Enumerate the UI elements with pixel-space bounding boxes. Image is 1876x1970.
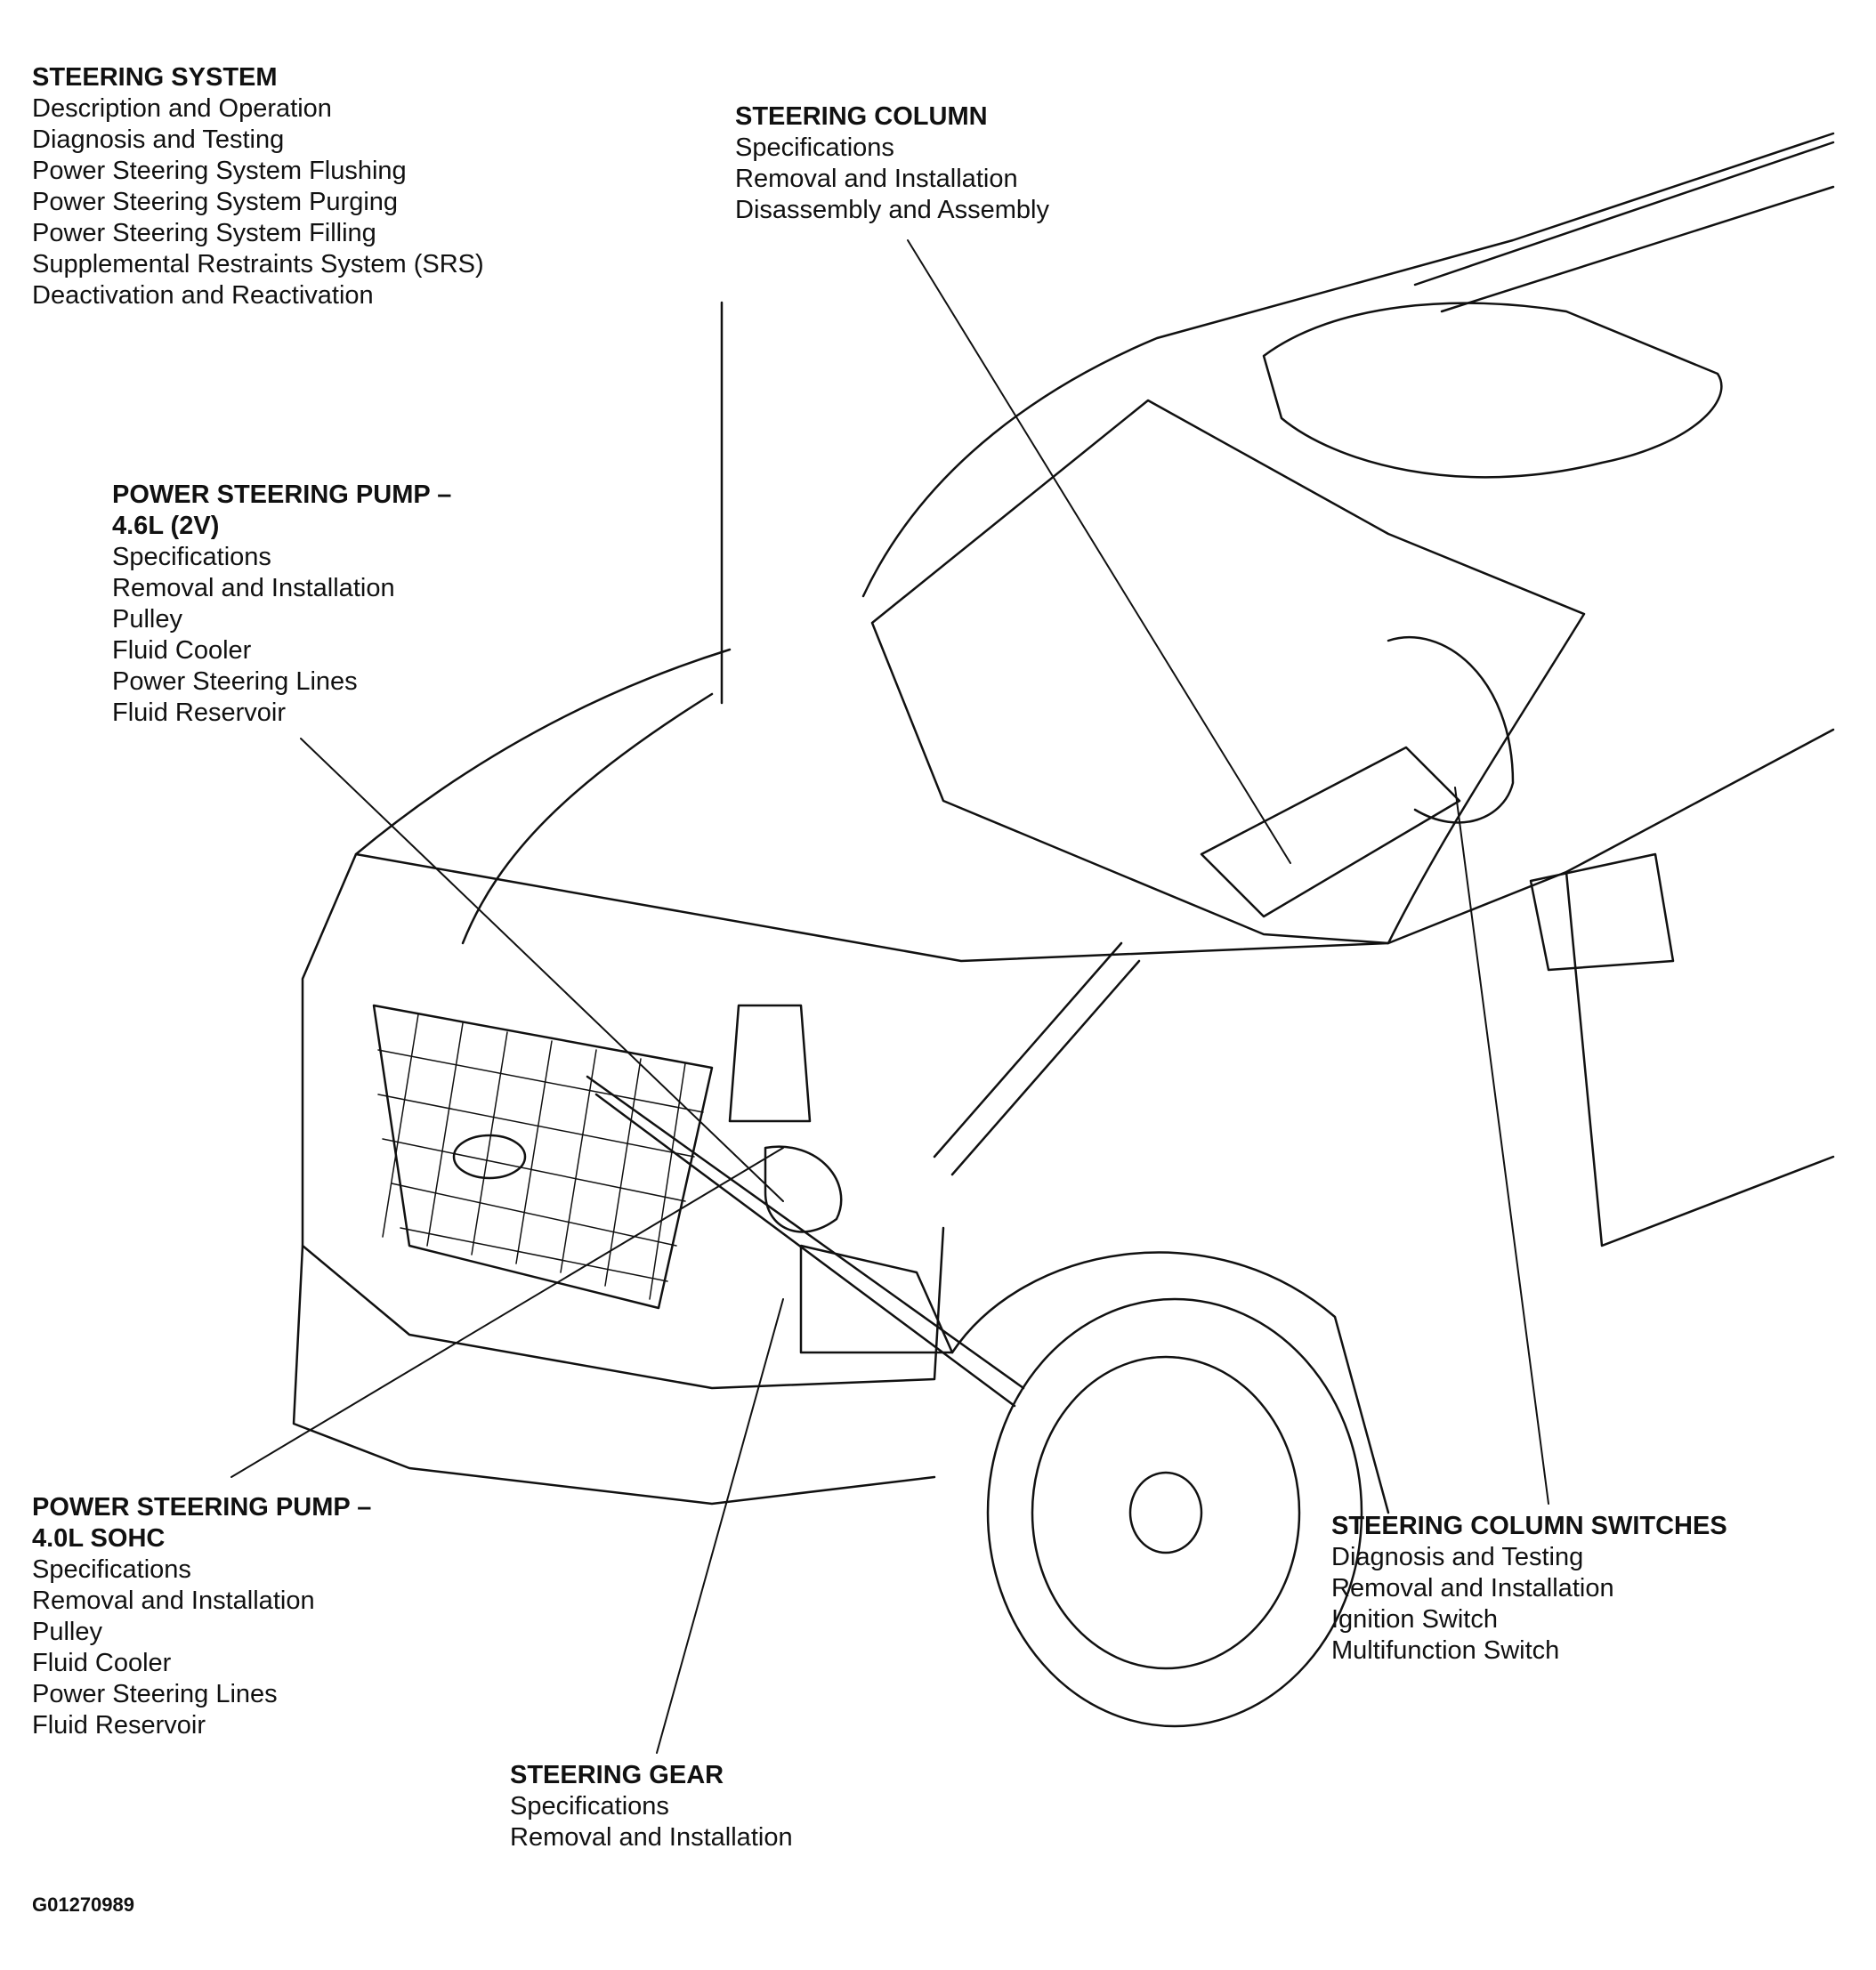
sunroof bbox=[1262, 302, 1723, 479]
list-item: Power Steering System Purging bbox=[32, 188, 399, 216]
hood-crease bbox=[461, 692, 714, 945]
list-item: Pulley bbox=[112, 605, 182, 634]
steering-gear-rack bbox=[586, 1075, 1025, 1408]
callout-title: POWER STEERING PUMP – bbox=[32, 1493, 372, 1522]
callout-title: STEERING GEAR bbox=[510, 1761, 724, 1789]
list-item: Specifications bbox=[112, 543, 271, 571]
list-item: Specifications bbox=[510, 1792, 669, 1821]
hood-edge bbox=[354, 648, 1390, 963]
list-item: Removal and Installation bbox=[735, 165, 1018, 193]
callout-steering-column: STEERING COLUMN Specifications Removal a… bbox=[735, 101, 1049, 226]
list-item: Fluid Reservoir bbox=[32, 1711, 206, 1740]
side-mirror bbox=[1529, 852, 1675, 972]
list-item: Diagnosis and Testing bbox=[32, 125, 285, 154]
wheel-fender bbox=[950, 1251, 1390, 1514]
list-item: Specifications bbox=[735, 133, 894, 162]
steering-wheel bbox=[1387, 635, 1515, 824]
callout-title: STEERING COLUMN bbox=[735, 102, 988, 131]
callout-title: STEERING SYSTEM bbox=[32, 63, 278, 92]
wheel-rim bbox=[1031, 1355, 1301, 1670]
callout-title: POWER STEERING PUMP – bbox=[112, 480, 452, 509]
list-item: Power Steering System Filling bbox=[32, 219, 376, 247]
callout-title-line2: 4.0L SOHC bbox=[32, 1524, 166, 1553]
bumper bbox=[292, 1244, 936, 1506]
list-item: Removal and Installation bbox=[1331, 1574, 1614, 1603]
grille bbox=[372, 1004, 714, 1310]
list-item: Ignition Switch bbox=[1331, 1605, 1498, 1634]
callout-pump-4-0l: POWER STEERING PUMP – 4.0L SOHC Specific… bbox=[32, 1492, 371, 1741]
roof-outline bbox=[861, 132, 1835, 598]
list-item: Removal and Installation bbox=[510, 1823, 793, 1852]
callout-steering-gear: STEERING GEAR Specifications Removal and… bbox=[510, 1760, 793, 1853]
callout-title-line2: 4.6L (2V) bbox=[112, 512, 220, 540]
list-item: Removal and Installation bbox=[112, 574, 395, 602]
list-item: Supplemental Restraints System (SRS) bbox=[32, 250, 484, 279]
intermediate-shaft bbox=[933, 941, 1141, 1176]
body-side bbox=[1387, 728, 1835, 1247]
callout-column-switches: STEERING COLUMN SWITCHES Diagnosis and T… bbox=[1331, 1511, 1727, 1667]
list-item: Fluid Cooler bbox=[112, 636, 252, 665]
grille-mesh bbox=[377, 1013, 704, 1300]
leader-lines bbox=[230, 239, 1549, 1754]
front-tire bbox=[986, 1297, 1363, 1728]
list-item: Power Steering System Flushing bbox=[32, 157, 407, 185]
front-fascia bbox=[301, 852, 945, 1390]
callout-title: STEERING COLUMN SWITCHES bbox=[1331, 1512, 1727, 1540]
list-item: Pulley bbox=[32, 1618, 102, 1646]
list-item: Diagnosis and Testing bbox=[1331, 1543, 1584, 1571]
list-item: Power Steering Lines bbox=[32, 1680, 278, 1708]
list-item: Specifications bbox=[32, 1555, 191, 1584]
list-item: Removal and Installation bbox=[32, 1586, 315, 1615]
list-item: Disassembly and Assembly bbox=[735, 196, 1049, 224]
callout-pump-4-6l: POWER STEERING PUMP – 4.6L (2V) Specific… bbox=[112, 480, 451, 729]
roof-rail bbox=[1413, 141, 1835, 313]
wheel-hub bbox=[1128, 1471, 1203, 1554]
windshield bbox=[870, 399, 1586, 945]
list-item: Power Steering Lines bbox=[112, 667, 358, 696]
headlamp bbox=[799, 1244, 954, 1354]
figure-id: G01270989 bbox=[32, 1893, 134, 1916]
list-item: Fluid Cooler bbox=[32, 1649, 172, 1677]
badge bbox=[452, 1134, 527, 1180]
list-item: Fluid Reservoir bbox=[112, 698, 286, 727]
callout-steering-system: STEERING SYSTEM Description and Operatio… bbox=[32, 62, 484, 311]
list-item: Deactivation and Reactivation bbox=[32, 281, 374, 310]
power-steering-pump bbox=[728, 1004, 843, 1233]
list-item: Multifunction Switch bbox=[1331, 1636, 1560, 1665]
steering-column-body bbox=[1200, 746, 1461, 918]
list-item: Description and Operation bbox=[32, 94, 332, 123]
